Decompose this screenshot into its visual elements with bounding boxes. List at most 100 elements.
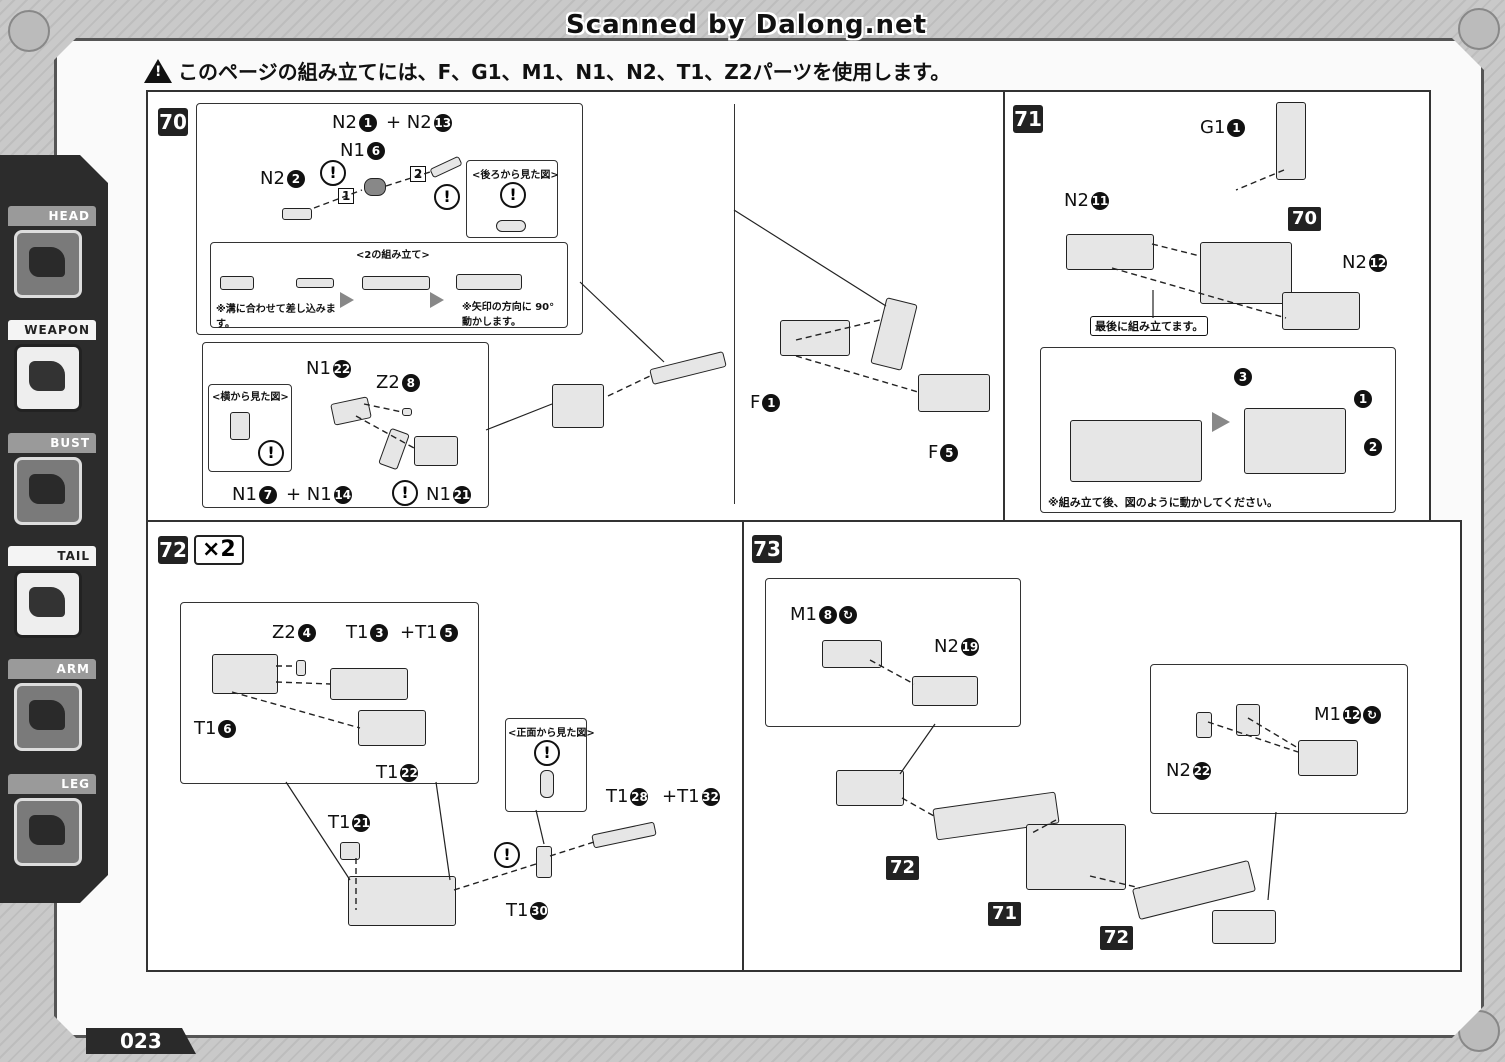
- move-step-number: 1: [1354, 390, 1372, 408]
- warning-icon: !: [144, 58, 172, 83]
- t1-21-part: [340, 842, 360, 860]
- side-view-label: <横から見た図>: [212, 392, 289, 403]
- n2-pin-part: [282, 208, 312, 220]
- rod-part: [296, 278, 334, 288]
- step-number: 73: [752, 535, 782, 563]
- caution-icon: !: [258, 440, 284, 466]
- rod-part: [456, 274, 522, 290]
- sprue-icon: ↻: [838, 605, 857, 624]
- t1-6-part: [212, 654, 278, 694]
- step-reference: 72: [886, 856, 920, 880]
- rod-part: [362, 276, 430, 290]
- f1-bracket-part: [780, 320, 850, 356]
- right-mount-unit: [1212, 910, 1276, 944]
- arm-thumbnail-icon: [14, 683, 82, 751]
- move-step-number: 3: [1234, 368, 1252, 386]
- detail-box-m1-mount: [1150, 664, 1408, 814]
- f5-plate-part: [918, 374, 990, 412]
- tab-head[interactable]: HEAD: [8, 206, 96, 298]
- n2-12-part: [1282, 292, 1360, 330]
- tab-bust[interactable]: BUST: [8, 433, 96, 525]
- panel-divider: [734, 104, 735, 504]
- step-number: 70: [158, 108, 188, 136]
- t1-3-part: [330, 668, 408, 700]
- tab-label: WEAPON: [8, 320, 96, 340]
- caution-icon: !: [434, 184, 460, 210]
- scan-banner: Scanned by Dalong.net: [566, 10, 928, 40]
- caution-icon: !: [534, 740, 560, 766]
- t1-assembled-unit: [348, 876, 456, 926]
- warning-text: このページの組み立てには、F、G1、M1、N1、N2、T1、Z2パーツを使用しま…: [178, 60, 951, 84]
- caution-icon: !: [320, 160, 346, 186]
- sub-step-number: 1: [338, 188, 355, 204]
- tab-label: HEAD: [8, 206, 96, 226]
- weapon-thumbnail-icon: [14, 344, 82, 412]
- sub-step-number: 2: [410, 166, 427, 182]
- left-mount-unit: [836, 770, 904, 806]
- step-number: 72: [158, 536, 188, 564]
- leg-thumbnail-icon: [14, 798, 82, 866]
- g1-part: [1276, 102, 1306, 180]
- move-step-number: 2: [1364, 438, 1382, 456]
- after-assembly-note: ※組み立て後、図のように動かしてください。: [1048, 496, 1279, 509]
- tab-label: TAIL: [8, 546, 96, 566]
- assembly-note-1: ※溝に合わせて差し込みます。: [216, 304, 336, 330]
- detail-box-m1-assembly: [765, 578, 1021, 727]
- back-view-part: [496, 220, 526, 232]
- center-body-unit: [1026, 824, 1126, 890]
- rod-part: [220, 276, 254, 290]
- t1-22-part: [358, 710, 426, 746]
- n2-22-part: [1196, 712, 1212, 738]
- arrow-right-icon: [430, 292, 444, 308]
- page-number: 023: [86, 1028, 196, 1054]
- side-view-part: [230, 412, 250, 440]
- tab-arm[interactable]: ARM: [8, 659, 96, 751]
- back-view-label: <後ろから見た図>: [472, 170, 559, 181]
- t1-30-part: [536, 846, 552, 878]
- tab-leg[interactable]: LEG: [8, 774, 96, 866]
- parts-warning: ! このページの組み立てには、F、G1、M1、N1、N2、T1、Z2パーツを使用…: [144, 56, 950, 85]
- sprue-icon: ↻: [1362, 705, 1381, 724]
- step-reference: 70: [1288, 207, 1322, 231]
- quantity-badge: ×2: [194, 535, 244, 565]
- n1-joint-part: [364, 178, 386, 196]
- n1-block-part: [414, 436, 458, 466]
- m1-8-part: [822, 640, 882, 668]
- front-view-part: [540, 770, 554, 798]
- assemble-last-label: 最後に組み立てます。: [1090, 316, 1209, 336]
- tab-weapon[interactable]: WEAPON: [8, 320, 96, 412]
- step-number: 71: [1013, 105, 1043, 133]
- tab-tail[interactable]: TAIL: [8, 546, 96, 638]
- step-reference: 72: [1100, 926, 1134, 950]
- after-move-unit: [1244, 408, 1346, 474]
- arrow-right-icon: [340, 292, 354, 308]
- corner-screw-icon: [8, 10, 50, 52]
- step-reference: 71: [988, 902, 1022, 926]
- head-thumbnail-icon: [14, 230, 82, 298]
- caution-icon: !: [500, 182, 526, 208]
- tab-label: LEG: [8, 774, 96, 794]
